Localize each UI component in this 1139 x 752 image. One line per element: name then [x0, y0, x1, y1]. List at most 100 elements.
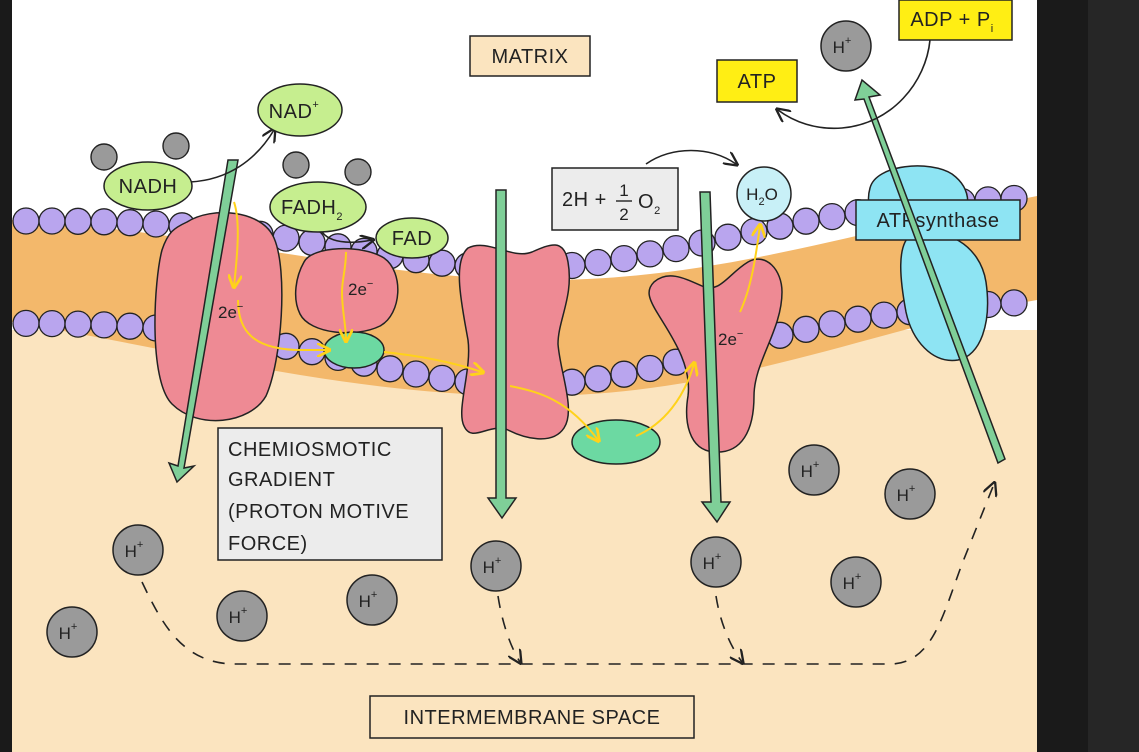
- oxygen-denominator: 2: [619, 205, 628, 224]
- inner-phospholipid-head: [1000, 289, 1028, 317]
- fadh2-bubble: [269, 181, 367, 233]
- electron-path-2: [237, 299, 328, 350]
- electron-path-3: [342, 251, 346, 340]
- return-path-right: [715, 595, 742, 662]
- complex-ii: [294, 248, 399, 334]
- outer-phospholipid-head: [38, 207, 66, 235]
- electron-path-6: [635, 364, 694, 437]
- complex-iii: [458, 244, 571, 440]
- complex-i: [154, 211, 283, 422]
- electron-transport-chain-diagram: ATPsynthase: [12, 0, 1037, 752]
- proton-label: H+: [843, 571, 862, 593]
- pump-arrow-complex-i: [167, 159, 239, 484]
- proton-circle: [346, 574, 398, 626]
- atp-synthase-label-box: [855, 199, 1021, 241]
- inner-phospholipid-head: [610, 360, 638, 388]
- inner-phospholipid-head: [870, 301, 898, 329]
- outer-phospholipid-head: [818, 202, 846, 231]
- proton-group: H+H+H+H+H+H+H+H+H+H+: [46, 20, 936, 658]
- nadh-to-nad-arrow: [189, 130, 274, 183]
- inner-phospholipid-head: [818, 310, 846, 338]
- inner-phospholipid-head: [844, 305, 872, 333]
- outer-phospholipid-head: [740, 217, 768, 246]
- proton-circle: [820, 20, 872, 72]
- gradient-line-2: GRADIENT: [228, 469, 335, 491]
- outer-phospholipid-head: [90, 208, 118, 236]
- inner-phospholipid-head: [402, 360, 430, 388]
- pump-arrow-complex-iv: [699, 191, 732, 524]
- outer-phospholipid-head: [792, 207, 820, 235]
- outer-phospholipid-head: [610, 244, 638, 273]
- inner-phospholipid-head: [90, 311, 118, 339]
- cofactor-decor: [90, 132, 372, 186]
- inner-phospholipid-head: [792, 315, 820, 343]
- proton-circle: [112, 524, 164, 576]
- oxygen-molecule: O2: [638, 191, 661, 217]
- return-path-center: [497, 595, 520, 662]
- electron-path-7: [739, 226, 760, 313]
- nadh-decor-2: [162, 132, 190, 160]
- inner-phospholipid-head: [376, 355, 404, 383]
- atp-synthase-label: ATPsynthase: [877, 210, 1000, 232]
- proton-label: H+: [59, 621, 78, 643]
- outer-phospholipid-head: [714, 223, 742, 251]
- inner-phospholipid-head: [584, 365, 612, 393]
- outer-phospholipid-head: [142, 210, 170, 238]
- proton-label: H+: [229, 605, 248, 627]
- proton-label: H+: [833, 35, 852, 57]
- oxygen-numerator: 1: [619, 181, 628, 200]
- side-rail: [1088, 0, 1139, 752]
- inner-phospholipid-head: [636, 354, 664, 383]
- intermembrane-label-box: [369, 695, 695, 739]
- proton-circle: [46, 606, 98, 658]
- fadh2-decor-2: [344, 158, 372, 186]
- outer-phospholipid-head: [584, 248, 612, 277]
- fadh2-decor-1: [282, 151, 310, 179]
- oxygen-box: [551, 167, 679, 231]
- pump-arrow-complex-iii: [486, 189, 518, 520]
- atp-box: [716, 59, 798, 103]
- intermembrane-label: INTERMEMBRANE SPACE: [404, 707, 661, 729]
- nadh-bubble: [103, 161, 193, 211]
- fad-label: FAD: [392, 228, 432, 250]
- proton-label: H+: [483, 555, 502, 577]
- electron-label-complex-iv: 2e−: [718, 328, 743, 349]
- pump-arrow-synthase: [853, 78, 1006, 465]
- proton-label: H+: [897, 483, 916, 505]
- inner-phospholipid-head: [64, 310, 92, 338]
- nad-label: NAD+: [269, 99, 320, 123]
- water-label: H2O: [746, 185, 778, 208]
- fadh2-label: FADH2: [281, 197, 343, 223]
- electron-label-complex-ii: 2e−: [348, 278, 373, 299]
- proton-circle: [690, 536, 742, 588]
- matrix-label: MATRIX: [491, 46, 568, 68]
- nad-bubble: [257, 83, 343, 137]
- electron-path-1: [234, 201, 238, 286]
- water-bubble: [736, 166, 792, 222]
- proton-label: H+: [801, 459, 820, 481]
- nadh-decor-1: [90, 143, 118, 171]
- proton-label: H+: [125, 539, 144, 561]
- inner-phospholipid-head: [298, 338, 326, 366]
- proton-circle: [830, 556, 882, 608]
- return-path-main: [141, 484, 994, 665]
- outer-phospholipid-head: [636, 240, 664, 268]
- outer-phospholipid-head: [64, 207, 92, 235]
- carrier-cytochrome-c: [571, 419, 661, 465]
- proton-pump-arrows: [167, 78, 1006, 524]
- oxygen-left: 2H +: [562, 189, 607, 211]
- electron-path-4: [383, 351, 482, 372]
- proton-circle: [216, 590, 268, 642]
- diagram-frame: ATPsynthase: [12, 0, 1037, 752]
- atp-label: ATP: [738, 71, 777, 93]
- inner-phospholipid-head: [38, 309, 66, 338]
- inner-phospholipid-head: [12, 309, 40, 338]
- reaction-arrows: [189, 39, 931, 242]
- inner-phospholipid-head: [116, 312, 144, 340]
- gradient-label-box: [217, 427, 443, 561]
- outer-phospholipid-head: [662, 234, 690, 263]
- proton-circle: [470, 540, 522, 592]
- fad-bubble: [375, 217, 449, 259]
- gradient-line-3: (PROTON MOTIVE: [228, 501, 409, 523]
